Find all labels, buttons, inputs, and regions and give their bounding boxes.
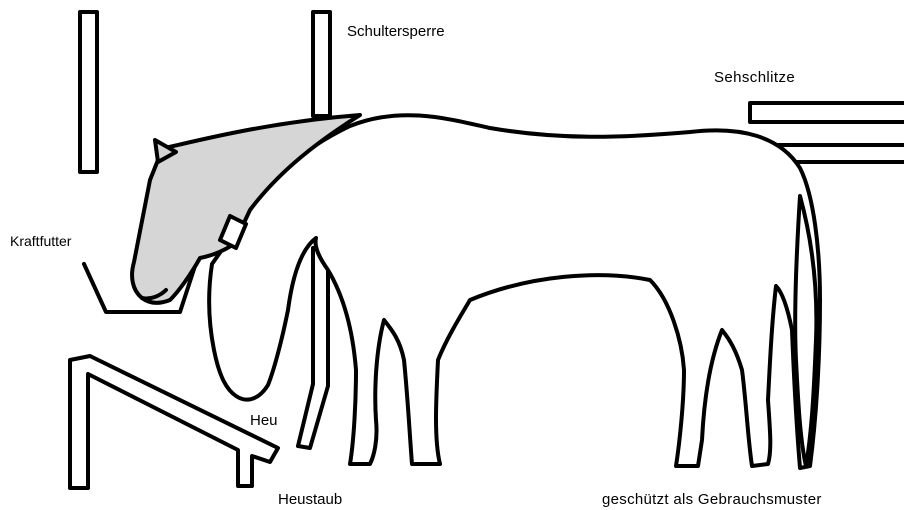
label-heustaub: Heustaub [278,492,342,507]
left-post [80,12,97,172]
label-kraftfutter: Kraftfutter [10,234,71,248]
shoulder-barrier-lower [298,248,328,448]
label-heu: Heu [250,413,278,428]
label-schultersperre: Schultersperre [347,24,445,39]
label-sehschlitze: Sehschlitze [714,70,795,85]
viewing-slot-top [750,103,904,122]
footer-note: geschützt als Gebrauchsmuster [602,492,822,507]
shoulder-barrier-post [313,12,330,116]
rear-horse [209,115,820,468]
